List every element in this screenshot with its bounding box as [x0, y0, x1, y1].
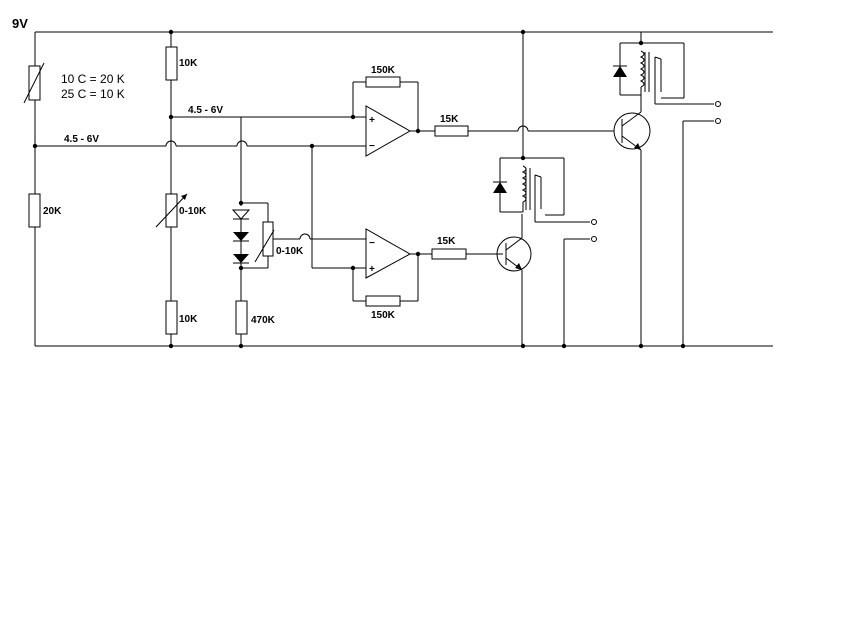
- net-label-upper: 4.5 - 6V: [188, 105, 223, 116]
- transistor-bottom: [496, 214, 532, 346]
- relay-2: [613, 32, 721, 349]
- diode-string: [231, 200, 311, 349]
- relay-1: [493, 29, 597, 349]
- opamp-bottom: − +: [352, 228, 503, 307]
- transistor-top: [613, 95, 651, 349]
- reference-wire: [309, 143, 366, 271]
- left-divider: [23, 32, 45, 346]
- thermistor-note-line2: 25 C = 10 K: [61, 87, 125, 101]
- opamp-top: + −: [352, 76, 614, 157]
- net-label-left: 4.5 - 6V: [64, 134, 99, 145]
- opamp-top-plus: +: [369, 115, 375, 126]
- opamp-bottom-minus: −: [369, 238, 375, 249]
- resistor-label-10k-bottom: 10K: [179, 314, 198, 325]
- upper-net-wire: [171, 114, 356, 206]
- mid-divider: [155, 29, 188, 349]
- resistor-label-470k: 470K: [251, 315, 276, 326]
- resistor-label-20k: 20K: [43, 206, 62, 217]
- resistor-label-15k-bottom: 15K: [437, 236, 456, 247]
- supply-label: 9V: [12, 16, 28, 31]
- pot-label-mid: 0-10K: [179, 206, 207, 217]
- opamp-top-minus: −: [369, 141, 375, 152]
- thermistor-note-line1: 10 C = 20 K: [61, 72, 125, 86]
- opamp-bottom-plus: +: [369, 264, 375, 275]
- resistor-label-150k-bottom: 150K: [371, 310, 396, 321]
- resistor-label-15k-top: 15K: [440, 114, 459, 125]
- pot-label-diodes: 0-10K: [276, 246, 304, 257]
- resistor-label-10k-top: 10K: [179, 58, 198, 69]
- left-net-wire: [35, 140, 353, 147]
- resistor-label-150k-top: 150K: [371, 65, 396, 76]
